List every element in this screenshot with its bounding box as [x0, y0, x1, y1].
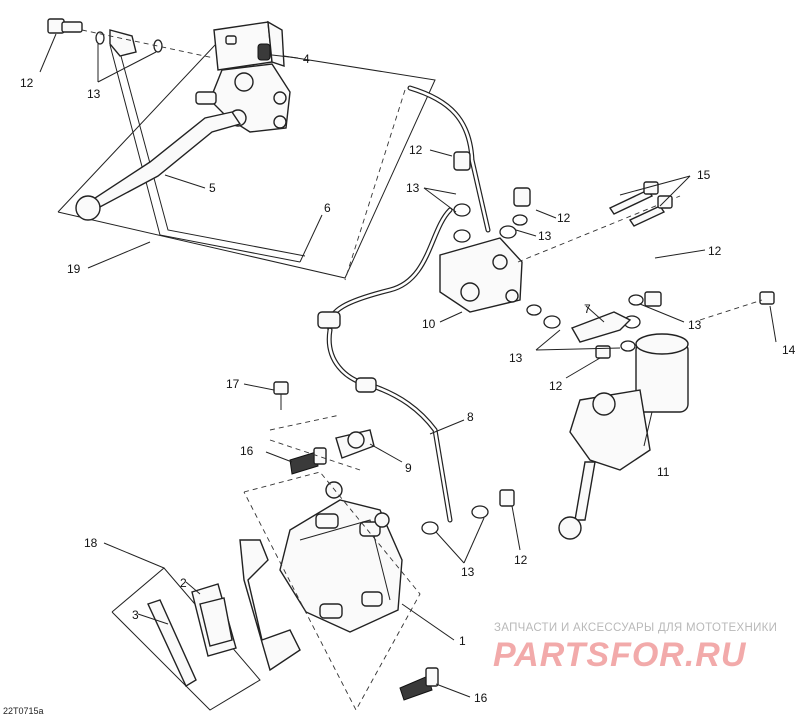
bolt-16-lower	[399, 667, 439, 701]
callout-11: 11	[657, 465, 670, 479]
watermark-logo: PARTSFOR.RU	[493, 636, 747, 674]
callout-9: 9	[405, 461, 412, 475]
watermark-tagline: ЗАПЧАСТИ И АКСЕССУАРЫ ДЛЯ МОТОТЕХНИКИ	[494, 622, 778, 634]
callout-1: 1	[459, 634, 466, 648]
reservoir-4	[213, 20, 285, 71]
callout-12: 12	[409, 143, 423, 157]
callout-16: 16	[240, 444, 254, 458]
callout-13: 13	[509, 351, 523, 365]
callout-12: 12	[514, 553, 528, 567]
callout-labels: 4 5 6 19 12 13 12 13 12 13 15 12 10 7 13…	[20, 52, 796, 705]
callout-2: 2	[180, 576, 187, 590]
hose-clamp-9	[335, 429, 375, 459]
callout-5: 5	[209, 181, 216, 195]
callout-13: 13	[87, 87, 101, 101]
callout-12: 12	[549, 379, 563, 393]
bolt-16-upper	[289, 447, 327, 475]
callout-13: 13	[406, 181, 420, 195]
callout-10: 10	[422, 317, 436, 331]
distribution-block-10	[439, 151, 681, 313]
rear-master-cylinder-11	[526, 291, 775, 540]
callout-17: 17	[226, 377, 240, 391]
callout-13: 13	[688, 318, 702, 332]
brake-pads-and-bracket	[111, 539, 301, 711]
callout-15: 15	[697, 168, 711, 182]
banjo-bolt-12-top	[47, 18, 83, 34]
callout-16: 16	[474, 691, 488, 705]
callout-12: 12	[20, 76, 34, 90]
brake-hoses	[317, 85, 491, 523]
callout-4: 4	[303, 52, 310, 66]
callout-13: 13	[538, 229, 552, 243]
callout-18: 18	[84, 536, 98, 550]
handlebar-master-cylinder-assembly	[47, 18, 436, 279]
callout-3: 3	[132, 608, 139, 622]
assembly-frame-19	[57, 44, 436, 279]
leader-lines	[39, 33, 777, 698]
callout-7: 7	[584, 302, 591, 316]
callout-12: 12	[708, 244, 722, 258]
brake-lever-5	[75, 111, 242, 221]
callout-19: 19	[67, 262, 81, 276]
callout-12: 12	[557, 211, 571, 225]
callout-14: 14	[782, 343, 796, 357]
diagram-reference-code: 22T0715a	[3, 706, 44, 716]
caliper-1	[243, 471, 515, 711]
callout-6: 6	[324, 201, 331, 215]
callout-13: 13	[461, 565, 475, 579]
callout-8: 8	[467, 410, 474, 424]
bolt-17	[273, 381, 289, 410]
